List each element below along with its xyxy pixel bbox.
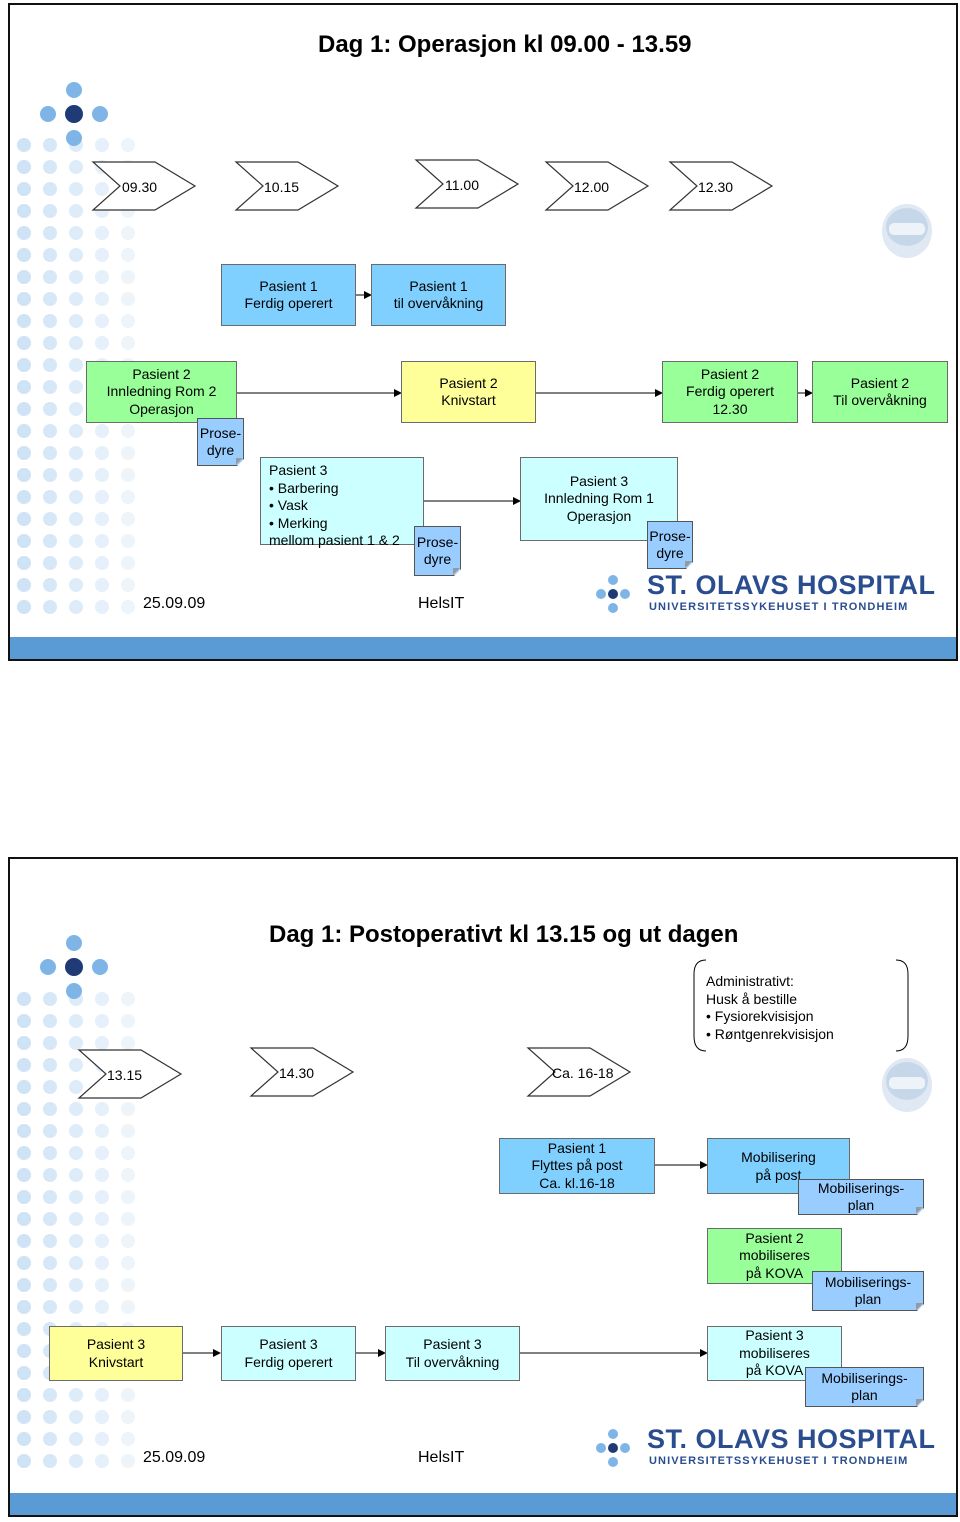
hospital-logo-subtitle: UNIVERSITETSSYKEHUSET I TRONDHEIM [649,601,909,613]
bottom-accent-bar [10,637,956,659]
slide-title: Dag 1: Operasjon kl 09.00 - 13.59 [318,31,692,58]
time-label: 11.00 [445,177,479,193]
box-pasient1-til-overvakning: Pasient 1 til overvåkning [371,264,506,326]
time-label: 12.30 [698,179,734,195]
time-label: Ca. 16-18 [552,1065,614,1081]
hospital-logo-text: ST. OLAVS HOSPITAL [647,1424,936,1454]
box-pasient3-ferdig-operert: Pasient 3 Ferdig operert [221,1326,356,1381]
footer-date: 25.09.09 [143,595,206,612]
box-pasient1-ferdig-operert: Pasient 1 Ferdig operert [221,264,356,326]
mobiliseringsplan-note: Mobiliserings- plan [805,1367,924,1407]
box-pasient3-forberedelse: Pasient 3 • Barbering • Vask • Merking m… [260,457,424,548]
box-pasient1-flyttes-pa-post: Pasient 1 Flyttes på post Ca. kl.16-18 [499,1138,655,1194]
prosedyre-note: Prose- dyre [647,521,693,569]
connector-arrows [91,159,813,505]
box-pasient2-til-overvakning: Pasient 2 Til overvåkning [812,361,948,423]
time-label: 13.15 [107,1067,143,1083]
admin-note: Administrativt: Husk å bestille • Fysior… [706,973,834,1042]
slide-title: Dag 1: Postoperativt kl 13.15 og ut dage… [269,921,739,948]
slide-1: Dag 1: Operasjon kl 09.00 - 13.59 09.30 … [8,3,958,661]
hospital-logo-dots-icon [593,574,641,614]
mobiliseringsplan-note: Mobiliserings- plan [798,1179,924,1215]
box-pasient3-knivstart: Pasient 3 Knivstart [49,1326,183,1381]
time-label: 12.00 [574,179,610,195]
box-pasient2-knivstart: Pasient 2 Knivstart [401,361,536,423]
face-watermark-icon [880,201,934,259]
footer-center: HelsIT [418,1449,465,1466]
box-pasient2-innledning: Pasient 2 Innledning Rom 2 Operasjon [86,361,237,423]
hospital-logo-text: ST. OLAVS HOSPITAL [647,570,936,600]
dot-grid-decoration [10,5,150,645]
dot-grid-decoration [10,859,150,1499]
time-label: 09.30 [122,179,158,195]
box-pasient2-ferdig-operert: Pasient 2 Ferdig operert 12.30 [662,361,798,423]
face-watermark-icon [880,1055,934,1113]
box-pasient3-til-overvakning: Pasient 3 Til overvåkning [385,1326,520,1381]
slide-2: Dag 1: Postoperativt kl 13.15 og ut dage… [8,857,958,1517]
footer-date: 25.09.09 [143,1449,206,1466]
hospital-logo-dots-icon [593,1428,641,1468]
hospital-logo-subtitle: UNIVERSITETSSYKEHUSET I TRONDHEIM [649,1455,909,1467]
mobiliseringsplan-note: Mobiliserings- plan [812,1271,924,1311]
time-label: 14.30 [279,1065,315,1081]
prosedyre-note: Prose- dyre [197,418,244,466]
time-label: 10.15 [264,179,300,195]
bottom-accent-bar [10,1493,956,1515]
footer-center: HelsIT [418,595,465,612]
prosedyre-note: Prose- dyre [414,526,461,576]
